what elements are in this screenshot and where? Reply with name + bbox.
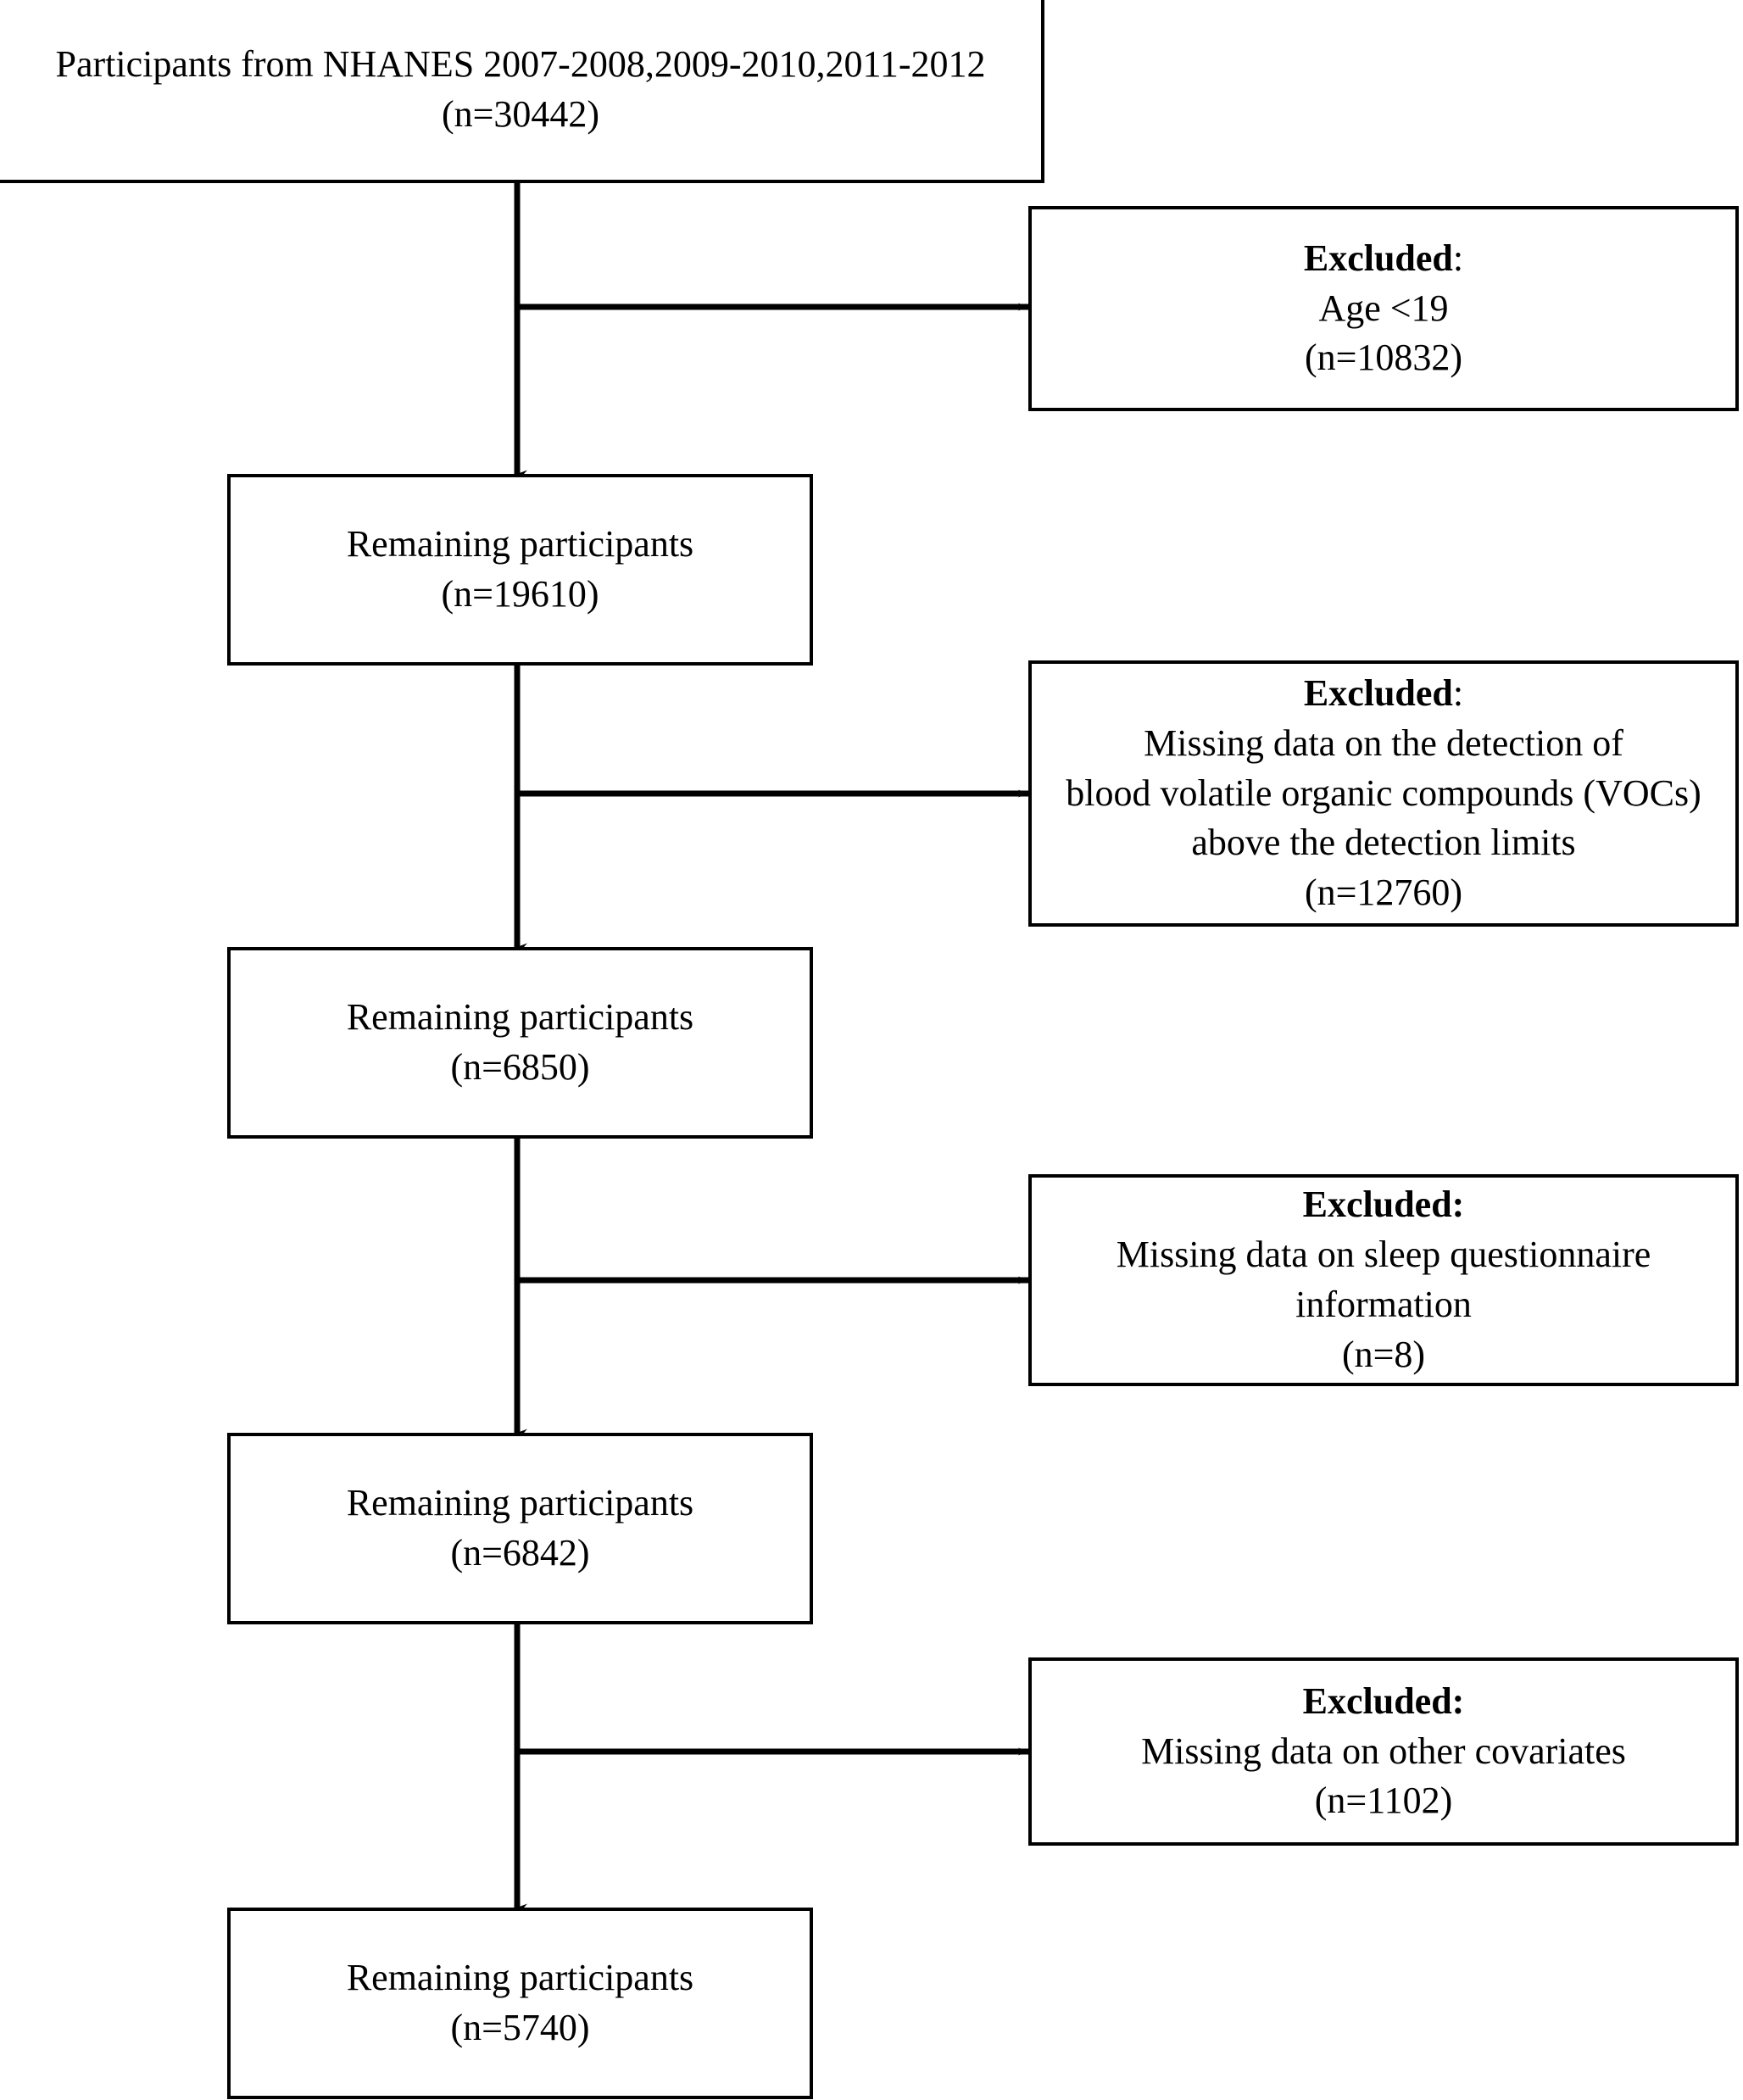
node-remaining-5740-count: (n=5740): [450, 2007, 590, 2048]
node-remaining-5740-label: Remaining participants: [346, 1957, 694, 1999]
node-excluded-covariates-count: (n=1102): [1314, 1780, 1453, 1822]
node-start-line1: Participants from NHANES 2007-2008,2009-…: [55, 43, 986, 86]
node-excluded-vocs-reason-line3: above the detection limits: [1191, 822, 1576, 864]
node-excluded-vocs-reason-line1: Missing data on the detection of: [1144, 721, 1623, 764]
node-start-count: (n=30442): [441, 93, 600, 135]
node-excluded-sleep-reason-line2: information: [1295, 1284, 1472, 1325]
node-excluded-age-count: (n=10832): [1304, 337, 1463, 379]
node-excluded-vocs: Excluded: Missing data on the detection …: [1028, 660, 1739, 927]
node-excluded-sleep: Excluded: Missing data on sleep question…: [1028, 1174, 1739, 1386]
node-remaining-19610-label: Remaining participants: [346, 523, 694, 565]
node-excluded-vocs-count: (n=12760): [1304, 872, 1463, 914]
node-remaining-6842-label: Remaining participants: [346, 1482, 694, 1524]
node-remaining-6850: Remaining participants (n=6850): [227, 947, 813, 1139]
node-excluded-age-reason: Age <19: [1318, 287, 1449, 329]
node-remaining-19610-count: (n=19610): [441, 573, 599, 615]
node-excluded-vocs-reason-line2: blood volatile organic compounds (VOCs): [1066, 771, 1701, 814]
node-excluded-vocs-heading: Excluded:: [1303, 671, 1464, 714]
node-remaining-5740: Remaining participants (n=5740): [227, 1908, 813, 2099]
node-excluded-covariates-reason: Missing data on other covariates: [1141, 1730, 1626, 1772]
node-excluded-covariates-heading: Excluded:: [1302, 1679, 1465, 1722]
node-remaining-6842: Remaining participants (n=6842): [227, 1433, 813, 1624]
node-excluded-covariates: Excluded: Missing data on other covariat…: [1028, 1657, 1739, 1846]
node-remaining-19610: Remaining participants (n=19610): [227, 474, 813, 666]
node-start-participants: Participants from NHANES 2007-2008,2009-…: [0, 0, 1044, 183]
node-excluded-age-heading: Excluded:: [1303, 237, 1464, 279]
node-excluded-age: Excluded: Age <19 (n=10832): [1028, 206, 1739, 411]
node-excluded-sleep-count: (n=8): [1341, 1333, 1426, 1375]
node-excluded-sleep-reason-line1: Missing data on sleep questionnaire: [1116, 1234, 1651, 1276]
node-remaining-6850-label: Remaining participants: [346, 996, 694, 1039]
node-remaining-6842-count: (n=6842): [450, 1532, 590, 1574]
node-remaining-6850-count: (n=6850): [450, 1046, 590, 1088]
node-excluded-sleep-heading: Excluded:: [1302, 1184, 1465, 1226]
